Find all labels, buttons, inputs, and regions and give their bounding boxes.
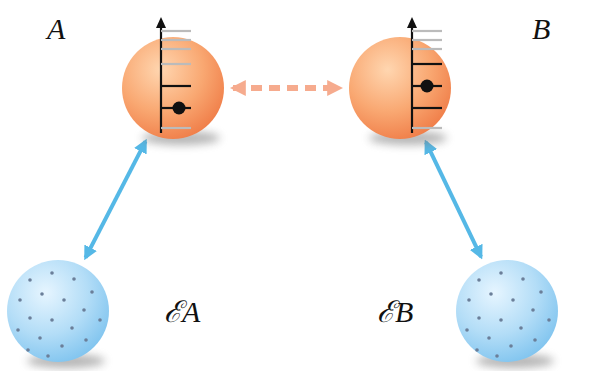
sphere-node: ℰA (6, 259, 110, 363)
sphere-body (349, 37, 451, 139)
sphere-node: A (121, 36, 225, 140)
coupling-arrow (426, 142, 481, 257)
system-label: A (47, 14, 65, 44)
sphere (6, 259, 110, 363)
sphere-node: ℰB (455, 259, 559, 363)
coupling-arrow (233, 85, 340, 91)
system-label: ℰB (377, 297, 413, 327)
sphere-body (122, 37, 224, 139)
sphere (348, 36, 452, 140)
sphere-body (7, 260, 109, 362)
sphere-node: B (348, 36, 452, 140)
sphere (121, 36, 225, 140)
sphere-body (456, 260, 558, 362)
sphere (455, 259, 559, 363)
system-label: ℰA (164, 297, 200, 327)
system-label: B (532, 14, 550, 44)
coupling-arrow (86, 141, 146, 257)
